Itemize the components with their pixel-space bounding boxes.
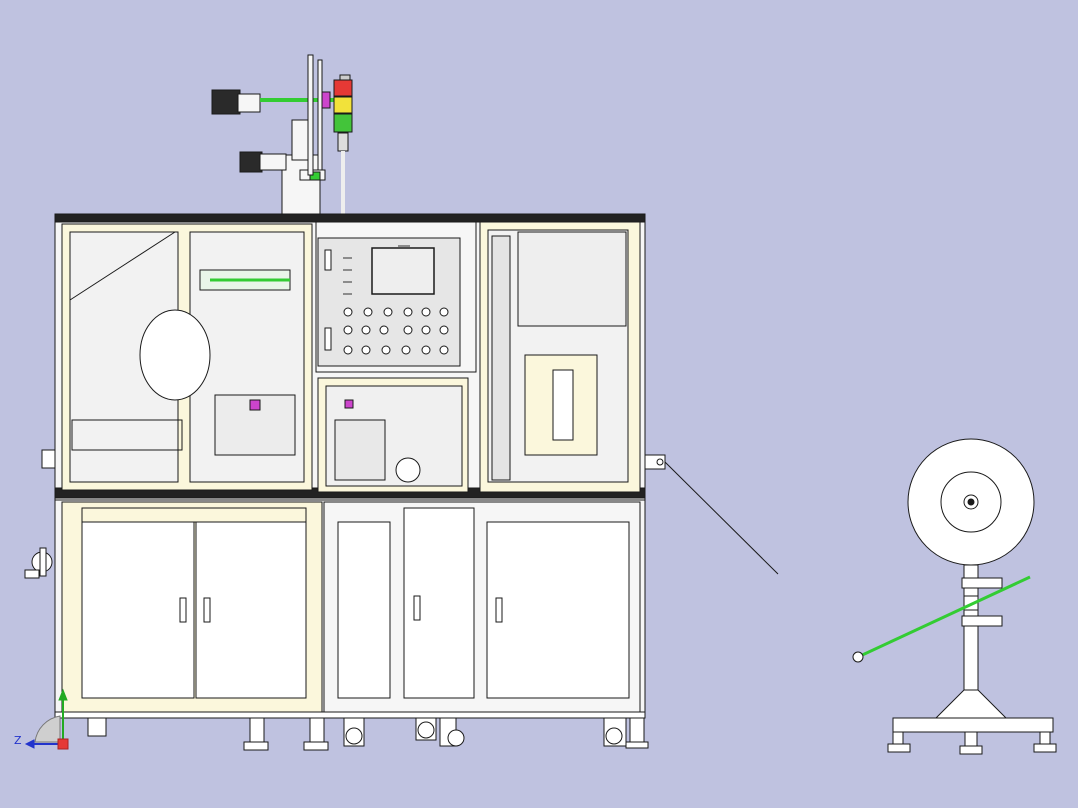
panel-button[interactable] [363,307,373,317]
center-gear [395,457,421,483]
panel-switch-2[interactable] [324,327,332,351]
panel-button[interactable] [343,307,353,317]
internal-reel [139,309,211,401]
panel-button[interactable] [361,345,371,355]
panel-button[interactable] [383,307,393,317]
motor-top [211,89,241,115]
panel-button[interactable] [439,345,449,355]
panel-button[interactable] [343,345,353,355]
internal-channel [71,419,183,451]
cabinet-handle[interactable] [179,597,187,623]
panel-button[interactable] [421,345,431,355]
spool-disc-1 [307,54,314,176]
right-internal-post [491,235,511,481]
machine-frame[interactable] [24,213,666,751]
tower-light-green [333,113,353,133]
axis-triad-icon: Z [14,688,69,750]
cabinet-door-3[interactable] [337,521,391,699]
cabinet-door-1[interactable] [81,521,195,699]
panel-buttons[interactable] [343,307,449,355]
cabinet-door-2[interactable] [195,521,307,699]
hmi-screen[interactable] [371,247,435,295]
tower-light [333,74,353,215]
top-spool-assembly[interactable] [211,54,353,216]
center-mechanism [334,419,386,481]
spool-post-upper [291,119,311,161]
guide-arm-end [852,651,864,663]
cabinet-handle[interactable] [495,597,503,623]
right-internal-cylinder [552,369,574,441]
tower-light-red [333,79,353,97]
cabinet-top-rail [81,507,307,523]
spool-disc-2 [317,59,323,171]
panel-switch[interactable] [324,249,332,271]
panel-button[interactable] [379,325,389,335]
panel-button[interactable] [381,345,391,355]
tower-light-yellow [333,96,353,114]
cabinet-handle[interactable] [413,595,421,621]
motor-lower [239,151,263,173]
machine-feet [87,717,649,751]
reel-arm-top [961,577,1003,589]
panel-indicators [343,245,410,295]
axis-z-label: Z [14,734,22,747]
panel-button[interactable] [403,307,413,317]
feed-line [664,461,779,575]
spool-post [281,154,321,216]
base-rail [54,711,646,719]
handwheel-icon[interactable] [24,547,53,579]
right-internal-top [517,231,627,327]
motor-lower-body [259,153,287,171]
panel-button[interactable] [421,325,431,335]
top-beam [54,213,646,223]
tape-reel-icon[interactable] [852,438,1057,755]
panel-button[interactable] [439,307,449,317]
panel-button[interactable] [421,307,431,317]
guide-arm-green [857,575,1031,659]
panel-button[interactable] [361,325,371,335]
reel-stand-base [892,717,1054,733]
panel-button[interactable] [401,345,411,355]
diag-brace [69,231,176,301]
panel-button[interactable] [439,325,449,335]
cabinet-handle[interactable] [203,597,211,623]
lower-bracket-green [309,171,321,181]
panel-button[interactable] [343,325,353,335]
motor-top-body [237,93,261,113]
left-side-plug [41,449,56,469]
reel-arm-bottom [961,615,1003,627]
cabinet-door-5[interactable] [486,521,630,699]
panel-button[interactable] [403,325,413,335]
reel-stand-gusset [932,689,1010,721]
